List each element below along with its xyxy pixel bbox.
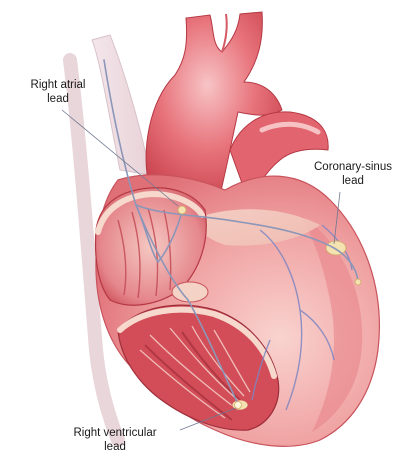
label-right-atrial-lead: Right atrial lead [8, 78, 108, 106]
label-coronary-sinus-line2: lead [300, 174, 406, 188]
label-coronary-sinus-line1: Coronary-sinus [300, 160, 406, 174]
label-coronary-sinus-lead: Coronary-sinus lead [300, 160, 406, 188]
coronary-sinus [326, 241, 346, 255]
label-right-ventricular-line2: lead [40, 440, 190, 454]
coronary-sinus-lead-tip [355, 279, 361, 285]
label-right-atrial-line1: Right atrial [8, 78, 108, 92]
label-right-ventricular-line1: Right ventricular [40, 426, 190, 440]
right-ventricular-lead-tip [235, 402, 242, 409]
right-atrial-lead-tip [178, 206, 186, 214]
label-right-ventricular-lead: Right ventricular lead [40, 426, 190, 454]
label-right-atrial-line2: lead [8, 92, 108, 106]
